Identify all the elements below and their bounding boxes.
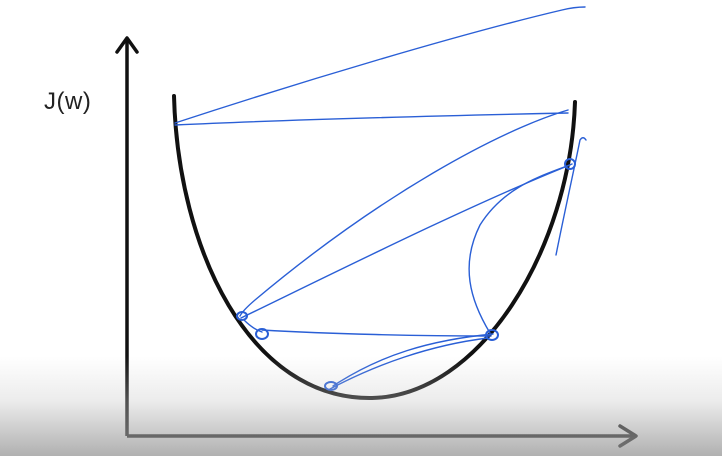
point-markers xyxy=(236,158,576,391)
stroke-right-hook xyxy=(468,163,573,334)
y-axis-arrowhead xyxy=(115,36,139,54)
stroke-top-horizontal xyxy=(174,112,569,126)
stroke-lower-across-1 xyxy=(332,333,494,387)
cost-curve xyxy=(172,94,577,401)
point-marker-right-lower xyxy=(485,329,499,341)
point-marker-left-upper xyxy=(236,311,248,321)
point-marker-left-lower xyxy=(255,328,269,340)
stroke-lower-across-2 xyxy=(329,337,489,390)
handwritten-annotations xyxy=(174,6,587,390)
stroke-middle-across xyxy=(261,329,492,337)
stroke-right-to-left-upper xyxy=(239,109,569,317)
stroke-top-diagonal xyxy=(174,6,586,124)
y-axis-label: J(w) xyxy=(44,88,92,115)
point-marker-right-upper xyxy=(564,158,576,170)
stroke-right-tick xyxy=(555,137,587,256)
stroke-left-down xyxy=(243,319,263,333)
